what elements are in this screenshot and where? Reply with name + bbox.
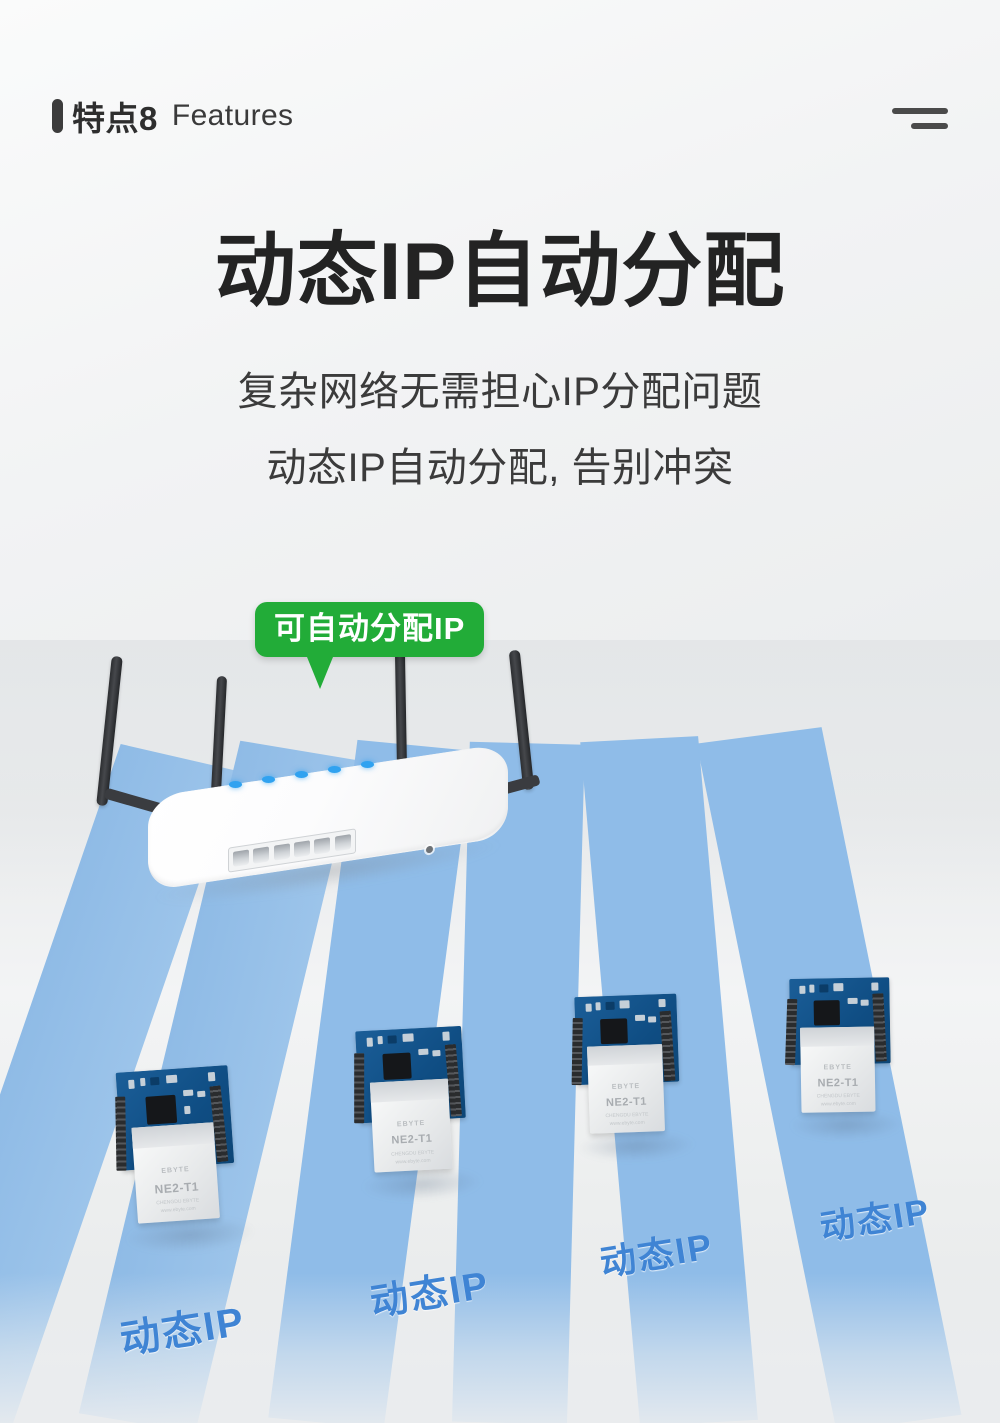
module-pin-header	[571, 1017, 583, 1086]
smd-component	[809, 984, 815, 993]
smd-component	[418, 1048, 429, 1056]
rj45-port	[273, 843, 290, 861]
module-model: NE2-T1	[605, 1095, 648, 1110]
section-title-cn: 特点8	[72, 100, 158, 137]
section-marker-bar	[52, 99, 63, 133]
router-led	[328, 766, 341, 773]
module-chip	[382, 1052, 412, 1080]
hamburger-bar-top	[892, 108, 948, 114]
smd-component	[402, 1033, 414, 1042]
module-pin-header	[354, 1053, 365, 1124]
smd-component	[140, 1077, 146, 1087]
smd-component	[150, 1076, 160, 1086]
hamburger-bar-bottom	[911, 123, 948, 129]
smd-component	[799, 985, 806, 994]
module-model: NE2-T1	[817, 1076, 859, 1090]
smd-component	[619, 1000, 630, 1009]
module-chip	[600, 1018, 628, 1045]
module-chip	[145, 1094, 178, 1125]
hamburger-icon[interactable]	[892, 103, 948, 133]
badge-pointer	[307, 657, 333, 689]
module-pin-header	[115, 1096, 127, 1171]
smd-component	[833, 983, 844, 992]
module-model: NE2-T1	[154, 1179, 200, 1197]
module-chip	[813, 1000, 841, 1026]
smd-component	[595, 1002, 601, 1011]
section-title-en: Features	[171, 99, 294, 132]
smd-component	[387, 1035, 397, 1044]
smd-component	[442, 1031, 450, 1041]
module-model: NE2-T1	[391, 1132, 433, 1147]
smd-component	[128, 1079, 135, 1090]
smd-component	[585, 1003, 592, 1012]
smd-component	[197, 1090, 206, 1098]
smd-component	[366, 1037, 374, 1047]
auto-ip-badge-body: 可自动分配IP	[255, 602, 485, 689]
smd-component	[634, 1014, 646, 1022]
smd-component	[871, 982, 879, 991]
wireless-router	[96, 647, 566, 915]
section-title: 特点8 Features	[72, 93, 293, 139]
smd-component	[182, 1089, 194, 1097]
rj45-port	[334, 834, 351, 852]
module-shadow	[789, 1109, 905, 1142]
subtitle-line-1: 复杂网络无需担心IP分配问题	[237, 370, 763, 414]
rj45-port	[294, 840, 311, 858]
rj45-port	[253, 846, 270, 864]
floor-bottom-fade	[0, 1273, 1000, 1423]
rj45-top-face	[369, 1078, 449, 1103]
smd-component	[207, 1071, 216, 1082]
smd-component	[165, 1074, 178, 1084]
module-brand: EBYTE	[161, 1165, 190, 1175]
module-brand: EBYTE	[823, 1063, 853, 1072]
router-antenna	[394, 647, 408, 777]
smd-component	[377, 1036, 383, 1045]
module-shadow	[577, 1129, 696, 1164]
router-led	[295, 771, 308, 778]
page-title: 动态IP自动分配	[214, 227, 786, 317]
auto-ip-badge: 可自动分配IP	[255, 602, 485, 689]
module-brand: EBYTE	[396, 1119, 426, 1129]
module-brand: EBYTE	[611, 1082, 641, 1091]
rj45-top-face	[587, 1044, 663, 1066]
router-led	[229, 781, 242, 788]
router-antenna	[508, 649, 535, 791]
rj45-top-face	[131, 1122, 215, 1149]
smd-component	[847, 997, 858, 1005]
smd-component	[184, 1105, 191, 1115]
smd-component	[648, 1016, 657, 1023]
smd-component	[605, 1001, 615, 1011]
section-header: 特点8 Features	[0, 93, 1000, 149]
rj45-top-face	[800, 1026, 875, 1047]
smd-component	[819, 984, 829, 993]
router-led	[361, 761, 374, 768]
smd-component	[432, 1049, 441, 1057]
router-antenna	[96, 655, 123, 807]
rj45-port	[233, 849, 250, 867]
router-led	[262, 776, 275, 783]
router-antenna	[210, 675, 228, 795]
smd-component	[860, 999, 869, 1006]
subtitle-line-2: 动态IP自动分配, 告别冲突	[266, 446, 734, 490]
rj45-port	[314, 837, 331, 855]
auto-ip-badge-label: 可自动分配IP	[274, 611, 466, 646]
smd-component	[658, 998, 666, 1008]
